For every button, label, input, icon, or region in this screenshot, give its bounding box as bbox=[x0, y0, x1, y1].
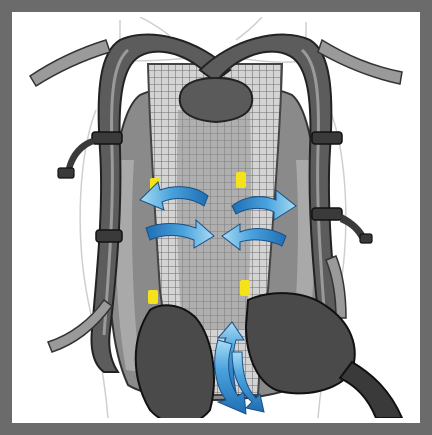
accent-tab bbox=[240, 280, 250, 296]
top-yoke-pad bbox=[180, 78, 252, 122]
ventilation-channel bbox=[177, 110, 251, 330]
accent-tab bbox=[148, 290, 158, 304]
left-lower-buckle bbox=[96, 230, 122, 242]
accent-tab bbox=[236, 172, 246, 188]
